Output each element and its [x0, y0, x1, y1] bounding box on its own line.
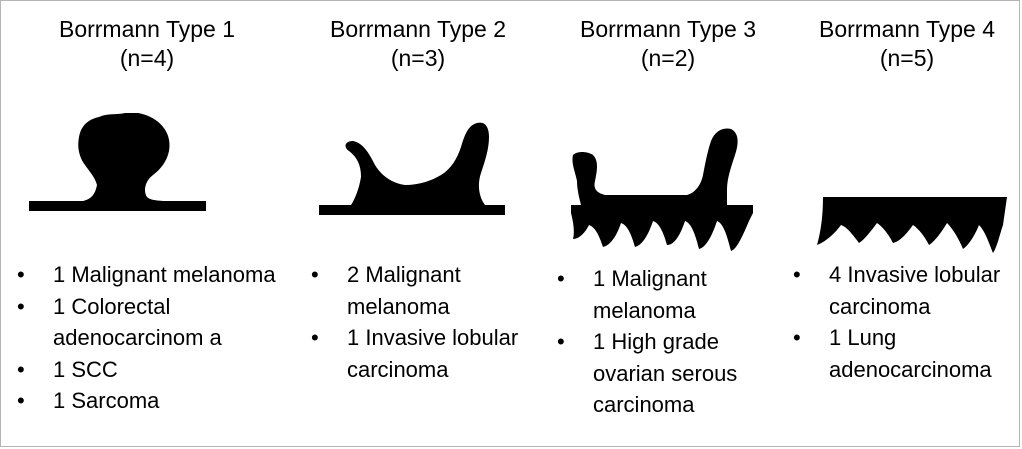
list-item: •1 SCC [17, 354, 287, 386]
list-item: •1 Invasive lobular carcinoma [311, 322, 539, 385]
panel-title: Borrmann Type 4 (n=5) [793, 15, 1020, 73]
panel-borrmann-type-3: Borrmann Type 3 (n=2) •1 Malignant melan… [543, 1, 793, 447]
panel-count: (n=3) [293, 44, 543, 73]
list-item: •1 Sarcoma [17, 385, 287, 417]
panel-count: (n=4) [1, 44, 293, 73]
polypoid-tumor-shape [29, 113, 209, 213]
ulcerated-infiltrative-tumor-shape [567, 125, 757, 255]
list-item: •2 Malignant melanoma [311, 259, 539, 322]
panel-title: Borrmann Type 3 (n=2) [543, 15, 793, 73]
diffusely-infiltrative-tumor-shape [813, 195, 1009, 257]
ulcerated-circumscribed-tumor-shape [319, 119, 507, 219]
list-item: •4 Invasive lobular carcinoma [793, 259, 1019, 322]
findings-list: •1 Malignant melanoma •1 Colorectal aden… [17, 259, 287, 417]
panel-title-text: Borrmann Type 3 [543, 15, 793, 44]
panel-borrmann-type-4: Borrmann Type 4 (n=5) •4 Invasive lobula… [793, 1, 1020, 447]
panel-title: Borrmann Type 1 (n=4) [1, 15, 293, 73]
list-item: •1 High grade ovarian serous carcinoma [557, 326, 787, 421]
findings-list: •4 Invasive lobular carcinoma •1 Lung ad… [793, 259, 1019, 385]
list-item: •1 Malignant melanoma [17, 259, 287, 291]
panel-title-text: Borrmann Type 2 [293, 15, 543, 44]
panel-count: (n=2) [543, 44, 793, 73]
panel-borrmann-type-2: Borrmann Type 2 (n=3) •2 Malignant melan… [293, 1, 543, 447]
panel-title-text: Borrmann Type 4 [793, 15, 1020, 44]
findings-list: •1 Malignant melanoma •1 High grade ovar… [557, 263, 787, 421]
panel-borrmann-type-1: Borrmann Type 1 (n=4) •1 Malignant melan… [1, 1, 293, 447]
list-item: •1 Colorectal adenocarcinom a [17, 291, 287, 354]
list-item: •1 Lung adenocarcinoma [793, 322, 1019, 385]
panel-title-text: Borrmann Type 1 [1, 15, 293, 44]
panel-title: Borrmann Type 2 (n=3) [293, 15, 543, 73]
panel-count: (n=5) [793, 44, 1020, 73]
findings-list: •2 Malignant melanoma •1 Invasive lobula… [311, 259, 539, 385]
list-item: •1 Malignant melanoma [557, 263, 787, 326]
